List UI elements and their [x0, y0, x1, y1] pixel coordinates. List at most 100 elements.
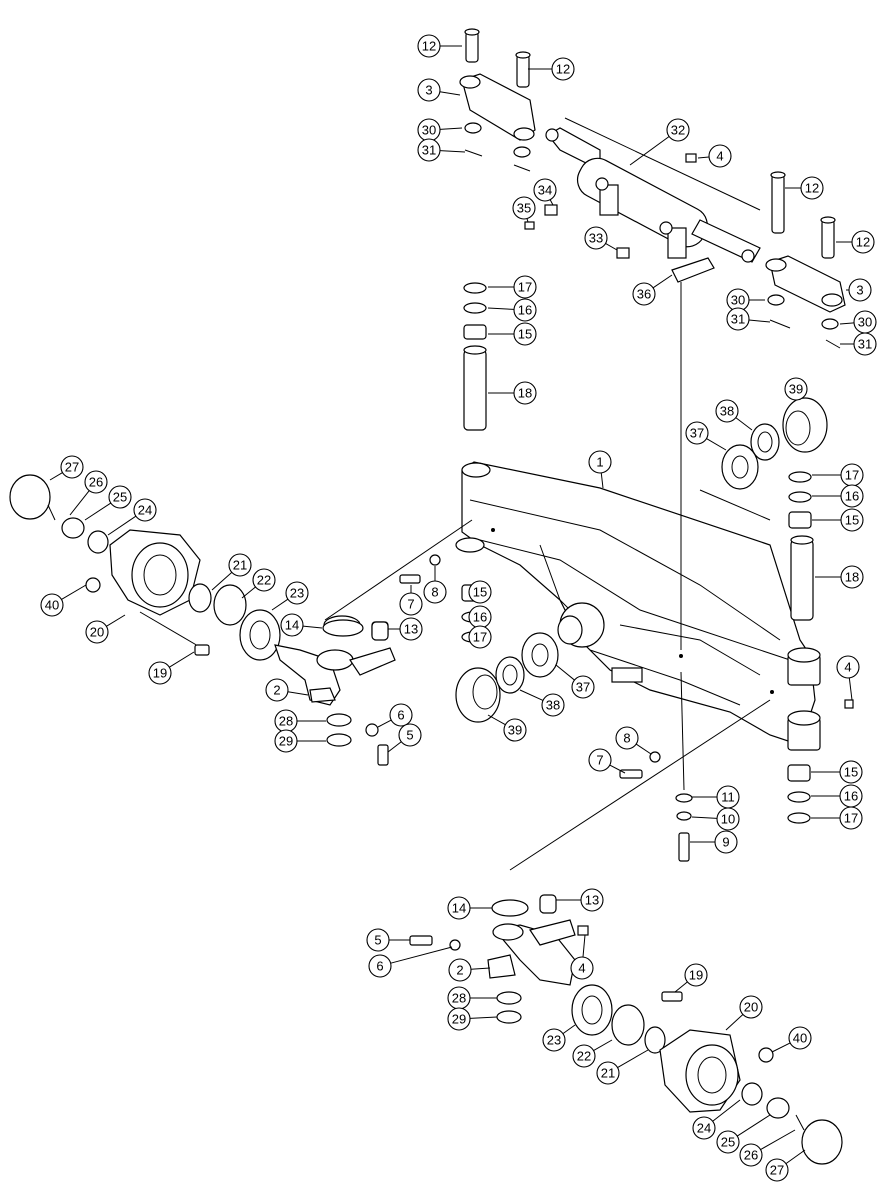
callout-bubble [584, 226, 608, 250]
callout-c3: 3 [417, 78, 461, 102]
axle-beam [455, 461, 816, 746]
callout-leader [487, 714, 506, 726]
callout-leader [725, 1014, 744, 1031]
hub-assembly-right [571, 984, 843, 1165]
callout-number: 12 [805, 181, 819, 196]
callout-bubble [572, 1044, 596, 1068]
callout-leader [106, 614, 126, 627]
callout-c66: 13 [556, 888, 604, 912]
callout-c29: 15 [812, 508, 864, 532]
callout-c21: 15 [488, 322, 537, 346]
callout-c12: 12 [836, 230, 875, 254]
tie-rod-right-upper [765, 171, 846, 349]
callout-leader [439, 127, 463, 130]
callout-leader [84, 502, 112, 521]
callout-c19: 17 [488, 275, 537, 299]
callout-c54: 28 [274, 709, 326, 733]
callout-number: 27 [65, 460, 79, 475]
callout-bubble [60, 455, 84, 479]
callout-number: 3 [425, 83, 432, 98]
callout-bubble [853, 332, 877, 356]
callout-number: 40 [793, 1031, 807, 1046]
callout-leader [652, 274, 673, 289]
callout-leader [609, 764, 626, 774]
callout-number: 6 [397, 708, 404, 723]
callout-c80: 25 [716, 1114, 771, 1154]
callout-leader [555, 664, 575, 681]
callout-number: 8 [623, 731, 630, 746]
callout-leader [61, 584, 87, 600]
callout-bubble [542, 1028, 566, 1052]
callout-c33: 25 [84, 485, 132, 521]
callout-bubble [228, 553, 252, 577]
callout-number: 2 [273, 683, 280, 698]
callout-c56: 4 [836, 655, 860, 701]
callout-bubble [765, 1158, 789, 1182]
callout-bubble [715, 399, 739, 423]
callout-c16: 30 [839, 310, 877, 334]
callout-c65: 14 [447, 896, 492, 920]
callout-bubble [423, 580, 447, 604]
callout-leader [706, 438, 727, 451]
callout-number: 4 [844, 660, 851, 675]
callout-bubble [784, 377, 808, 401]
beam-pivot-tubes [787, 647, 821, 751]
callout-c78: 21 [596, 1049, 649, 1085]
hub-assembly-left [9, 474, 281, 661]
callout-c24: 38 [715, 399, 753, 431]
callout-c73: 19 [674, 963, 708, 993]
callout-bubble [513, 322, 537, 346]
fasteners-left [399, 554, 441, 584]
callout-bubble [716, 807, 740, 831]
callout-c13: 3 [846, 278, 872, 302]
callout-c68: 6 [368, 946, 453, 978]
callout-number: 24 [138, 503, 152, 518]
callout-bubble [685, 421, 709, 445]
callout-c30: 18 [815, 565, 864, 589]
callout-bubble [85, 620, 109, 644]
callout-bubble [800, 176, 824, 200]
callout-number: 12 [422, 39, 436, 54]
callout-leader [549, 199, 554, 206]
callout-c38: 40 [40, 584, 87, 617]
callout-c4: 30 [417, 118, 463, 142]
callout-c2: 12 [528, 57, 575, 81]
callout-number: 10 [721, 812, 735, 827]
callout-number: 32 [671, 123, 685, 138]
callout-c9: 35 [512, 196, 536, 223]
callout-number: 30 [858, 315, 872, 330]
callout-bubble [851, 230, 875, 254]
callout-number: 28 [452, 991, 466, 1006]
callout-number: 37 [576, 680, 590, 695]
callout-bubble [399, 617, 423, 641]
callout-c77: 22 [572, 1039, 613, 1068]
callout-leader [439, 150, 466, 153]
callout-bubble [692, 1116, 716, 1140]
callout-c34: 24 [107, 498, 157, 536]
callout-leader [211, 571, 233, 591]
callout-bubble [512, 196, 536, 220]
callout-number: 36 [637, 287, 651, 302]
callout-number: 12 [856, 235, 870, 250]
callout-bubble [265, 678, 289, 702]
callout-bubble [285, 581, 309, 605]
callout-number: 39 [789, 382, 803, 397]
callout-c32: 26 [69, 470, 108, 516]
callout-number: 30 [422, 123, 436, 138]
callout-number: 40 [45, 598, 59, 613]
callout-bubble [513, 275, 537, 299]
callout-c44: 8 [423, 566, 447, 604]
callout-number: 24 [697, 1121, 711, 1136]
callout-bubble [468, 580, 492, 604]
fasteners-center [619, 751, 693, 862]
callout-bubble [714, 830, 738, 854]
callout-number: 23 [547, 1033, 561, 1048]
callout-bubble [417, 138, 441, 162]
callout-c49: 38 [519, 689, 565, 717]
callout-bubble [632, 282, 656, 306]
callout-leader [712, 1099, 741, 1122]
callout-c50: 39 [487, 714, 527, 742]
callout-number: 19 [689, 968, 703, 983]
callout-bubble [840, 508, 864, 532]
